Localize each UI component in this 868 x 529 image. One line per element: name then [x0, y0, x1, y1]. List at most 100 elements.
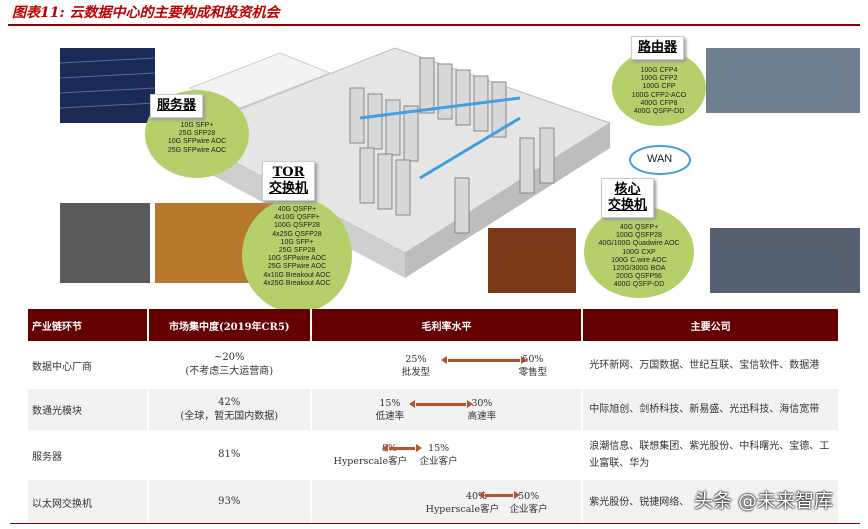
- margin-low-value: 25%: [405, 354, 427, 365]
- bottom-divider: [10, 523, 860, 524]
- margin-high-value: 30%: [471, 398, 493, 409]
- segment-cell: 以太网交换机: [28, 476, 149, 524]
- margin-high-value: 50%: [518, 491, 540, 502]
- core-label: 核心 交换机: [601, 178, 655, 218]
- router-item: 400G CFP8: [640, 99, 678, 107]
- tor-bubble: 40G QSFP+ 4x10G QSFP+ 100G QSFP28 4x25G …: [242, 198, 352, 313]
- tor-item: 10G SFPwire AOC: [267, 255, 327, 263]
- table-row: 以太网交换机 93% 40%Hyperscale客户 50% 企业客户 紫光股份、…: [28, 476, 840, 524]
- cr5-cell: ~20%(不考虑三大运营商): [147, 341, 312, 387]
- core-cable-photo: [488, 228, 576, 293]
- segment-cell: 数据中心厂商: [28, 341, 149, 387]
- header-cr5: 市场集中度(2019年CR5): [147, 309, 312, 343]
- margin-cell: 8%Hyperscale客户 15% 企业客户: [310, 430, 584, 478]
- companies-cell: 紫光股份、锐捷网络、: [582, 476, 840, 524]
- companies-cell: 光环新网、万国数据、世纪互联、宝信软件、数据港: [582, 341, 840, 387]
- data-center-illustration: WAN 10G SFP+ 25G SFP28 10G SFPwire AOC 2…: [0, 28, 868, 313]
- tor-item: 40G QSFP+: [277, 206, 317, 213]
- header-margin: 毛利率水平: [310, 309, 584, 343]
- router-item: 100G CFP2: [640, 75, 678, 83]
- companies-cell: 中际旭创、剑桥科技、新易盛、光迅科技、海信宽带: [582, 385, 840, 432]
- cable-photo: [60, 203, 150, 283]
- margin-low-label: Hyperscale客户: [333, 456, 408, 467]
- router-item: 100G CFP4: [640, 67, 678, 74]
- cr5-value: 93%: [218, 496, 241, 507]
- margin-high: 50% 企业客户: [510, 490, 548, 516]
- core-bubble: 40G QSFP+ 100G QSFP28 40G/100G Quadwire …: [584, 206, 694, 298]
- core-label-line1: 核心: [614, 182, 641, 197]
- margin-cell: 40%Hyperscale客户 50% 企业客户: [310, 476, 584, 524]
- tor-item: 10G SFP+: [280, 238, 314, 246]
- margin-low-label: 批发型: [401, 367, 431, 378]
- segment-cell: 数通光模块: [28, 385, 149, 432]
- margin-low: 15% 低速率: [376, 397, 405, 423]
- margin-cell: 25% 批发型 50% 零售型: [310, 341, 584, 387]
- margin-low: 40%Hyperscale客户: [426, 490, 499, 516]
- tor-item: 4x25G Breakout AOC: [263, 279, 331, 287]
- wan-label: WAN: [647, 153, 673, 165]
- router-item: 100G CFP2-ACO: [631, 91, 687, 99]
- margin-low-value: 15%: [379, 398, 401, 409]
- server-item: 25G SFPwire AOC: [167, 146, 227, 154]
- margin-high: 30% 高速率: [468, 397, 497, 423]
- cr5-value: 81%: [218, 449, 241, 460]
- margin-cell: 15% 低速率 30% 高速率: [310, 385, 584, 432]
- cr5-cell: 42% (全球，暂无国内数据): [147, 385, 312, 432]
- margin-range-arrow: [440, 356, 527, 364]
- tor-item: 25G SFP28: [278, 247, 316, 255]
- cr5-cell: 93%: [147, 476, 312, 524]
- margin-high-label: 企业客户: [509, 504, 548, 515]
- margin-high-label: 企业客户: [419, 456, 458, 467]
- margin-high-label: 零售型: [518, 367, 548, 378]
- tor-label-line1: TOR: [272, 165, 305, 180]
- header-segment: 产业链环节: [28, 309, 149, 343]
- server-item: 25G SFP28: [178, 130, 216, 138]
- core-item: 120G/300G BOA: [612, 265, 666, 273]
- investment-table: 产业链环节 市场集中度(2019年CR5) 毛利率水平 主要公司 数据中心厂商 …: [28, 309, 840, 524]
- core-item: 100G CXP: [622, 248, 656, 256]
- core-item: 100G C.wire AOC: [611, 256, 667, 264]
- core-item: 400G QSFP-DD: [613, 281, 665, 289]
- margin-range-arrow: [477, 491, 520, 499]
- server-item: 10G SFP+: [180, 122, 214, 129]
- margin-range-arrow: [408, 400, 473, 408]
- cr5-value: 42%: [218, 396, 241, 408]
- server-item: 10G SFPwire AOC: [167, 138, 227, 146]
- title-divider: [8, 24, 860, 26]
- core-item: 100G QSFP28: [616, 232, 662, 240]
- core-item: 40G/100G Quadwire AOC: [598, 240, 680, 248]
- table-row: 数通光模块 42% (全球，暂无国内数据) 15% 低速率 30% 高速率 中际旭创、…: [28, 385, 840, 432]
- server-label: 服务器: [150, 94, 204, 118]
- router-item: 100G CFP: [642, 83, 676, 91]
- margin-range-arrow: [381, 444, 422, 452]
- core-item: 200G QSFP56: [616, 273, 662, 281]
- router-label: 路由器: [631, 36, 685, 60]
- margin-high-label: 高速率: [467, 411, 497, 422]
- margin-low-label: 低速率: [375, 411, 405, 422]
- router-bubble: 100G CFP4 100G CFP2 100G CFP 100G CFP2-A…: [612, 50, 706, 126]
- margin-high: 15% 企业客户: [420, 442, 458, 468]
- margin-low: 8%Hyperscale客户: [334, 442, 407, 468]
- header-companies: 主要公司: [582, 309, 840, 343]
- tor-label-line2: 交换机: [269, 181, 309, 196]
- router-item: 400G QSFP-DD: [633, 108, 685, 116]
- tor-item: 4x10G Breakout AOC: [263, 271, 331, 279]
- core-label-line2: 交换机: [608, 198, 648, 213]
- margin-high: 50% 零售型: [519, 353, 548, 379]
- margin-high-value: 50%: [522, 354, 544, 365]
- tor-item: 4x25G QSFP28: [272, 230, 322, 238]
- companies-cell: 浪潮信息、联想集团、紫光股份、中科曙光、宝德、工业富联、华为: [582, 430, 840, 478]
- margin-high-value: 15%: [428, 443, 450, 454]
- tor-item: 4x10G QSFP+: [274, 214, 320, 222]
- tor-item: 25G SFPwire AOC: [267, 263, 327, 271]
- table-header: 产业链环节 市场集中度(2019年CR5) 毛利率水平 主要公司: [28, 309, 840, 343]
- table-row: 服务器 81% 8%Hyperscale客户 15% 企业客户 浪潮信息、联想集团…: [28, 430, 840, 478]
- segment-cell: 服务器: [28, 430, 149, 478]
- tor-item: 100G QSFP28: [274, 222, 320, 230]
- core-item: 40G QSFP+: [619, 224, 659, 231]
- router-photo: [706, 48, 860, 113]
- wan-cloud-icon: [629, 145, 691, 175]
- tor-label: TOR 交换机: [262, 161, 316, 201]
- cr5-note: (全球，暂无国内数据): [180, 410, 279, 422]
- watermark: 头条 @未来智库: [694, 490, 834, 512]
